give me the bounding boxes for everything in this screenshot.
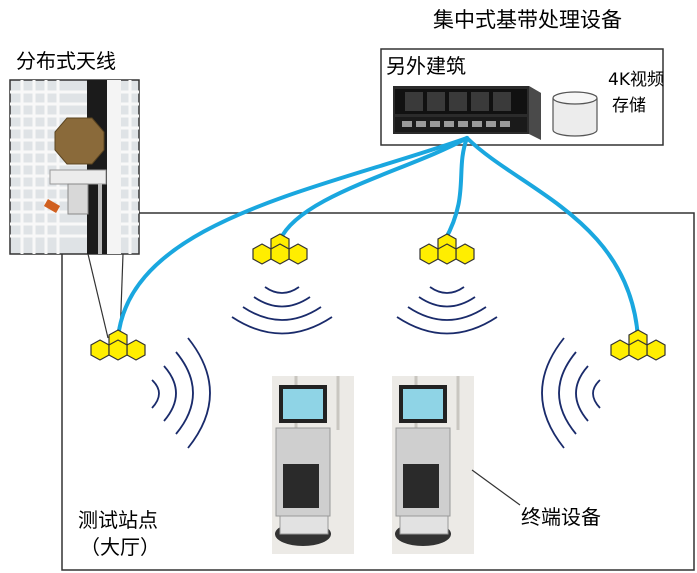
antenna-cluster-icon xyxy=(90,233,666,361)
baseband-title: 集中式基带处理设备 xyxy=(433,8,622,32)
test-site-frame xyxy=(61,212,695,571)
robot-terminal-icon xyxy=(392,376,474,554)
antenna-title: 分布式天线 xyxy=(16,49,116,73)
storage-cylinder-icon xyxy=(552,91,598,137)
fiber-cables xyxy=(116,136,640,340)
robot-terminal-icon xyxy=(272,376,354,554)
site-label-line2: （大厅） xyxy=(80,535,160,559)
site-label-line1: 测试站点 xyxy=(78,508,158,532)
antenna-photo xyxy=(9,79,140,255)
server-icon xyxy=(393,86,541,140)
terminal-leader xyxy=(471,469,521,506)
storage-label-line1: 4K视频 xyxy=(608,70,664,90)
photo-leader-left xyxy=(87,253,109,339)
radio-wave-icon xyxy=(151,286,601,449)
terminal-label: 终端设备 xyxy=(521,505,601,529)
storage-label-line2: 存储 xyxy=(612,96,646,116)
building-label: 另外建筑 xyxy=(386,54,466,78)
